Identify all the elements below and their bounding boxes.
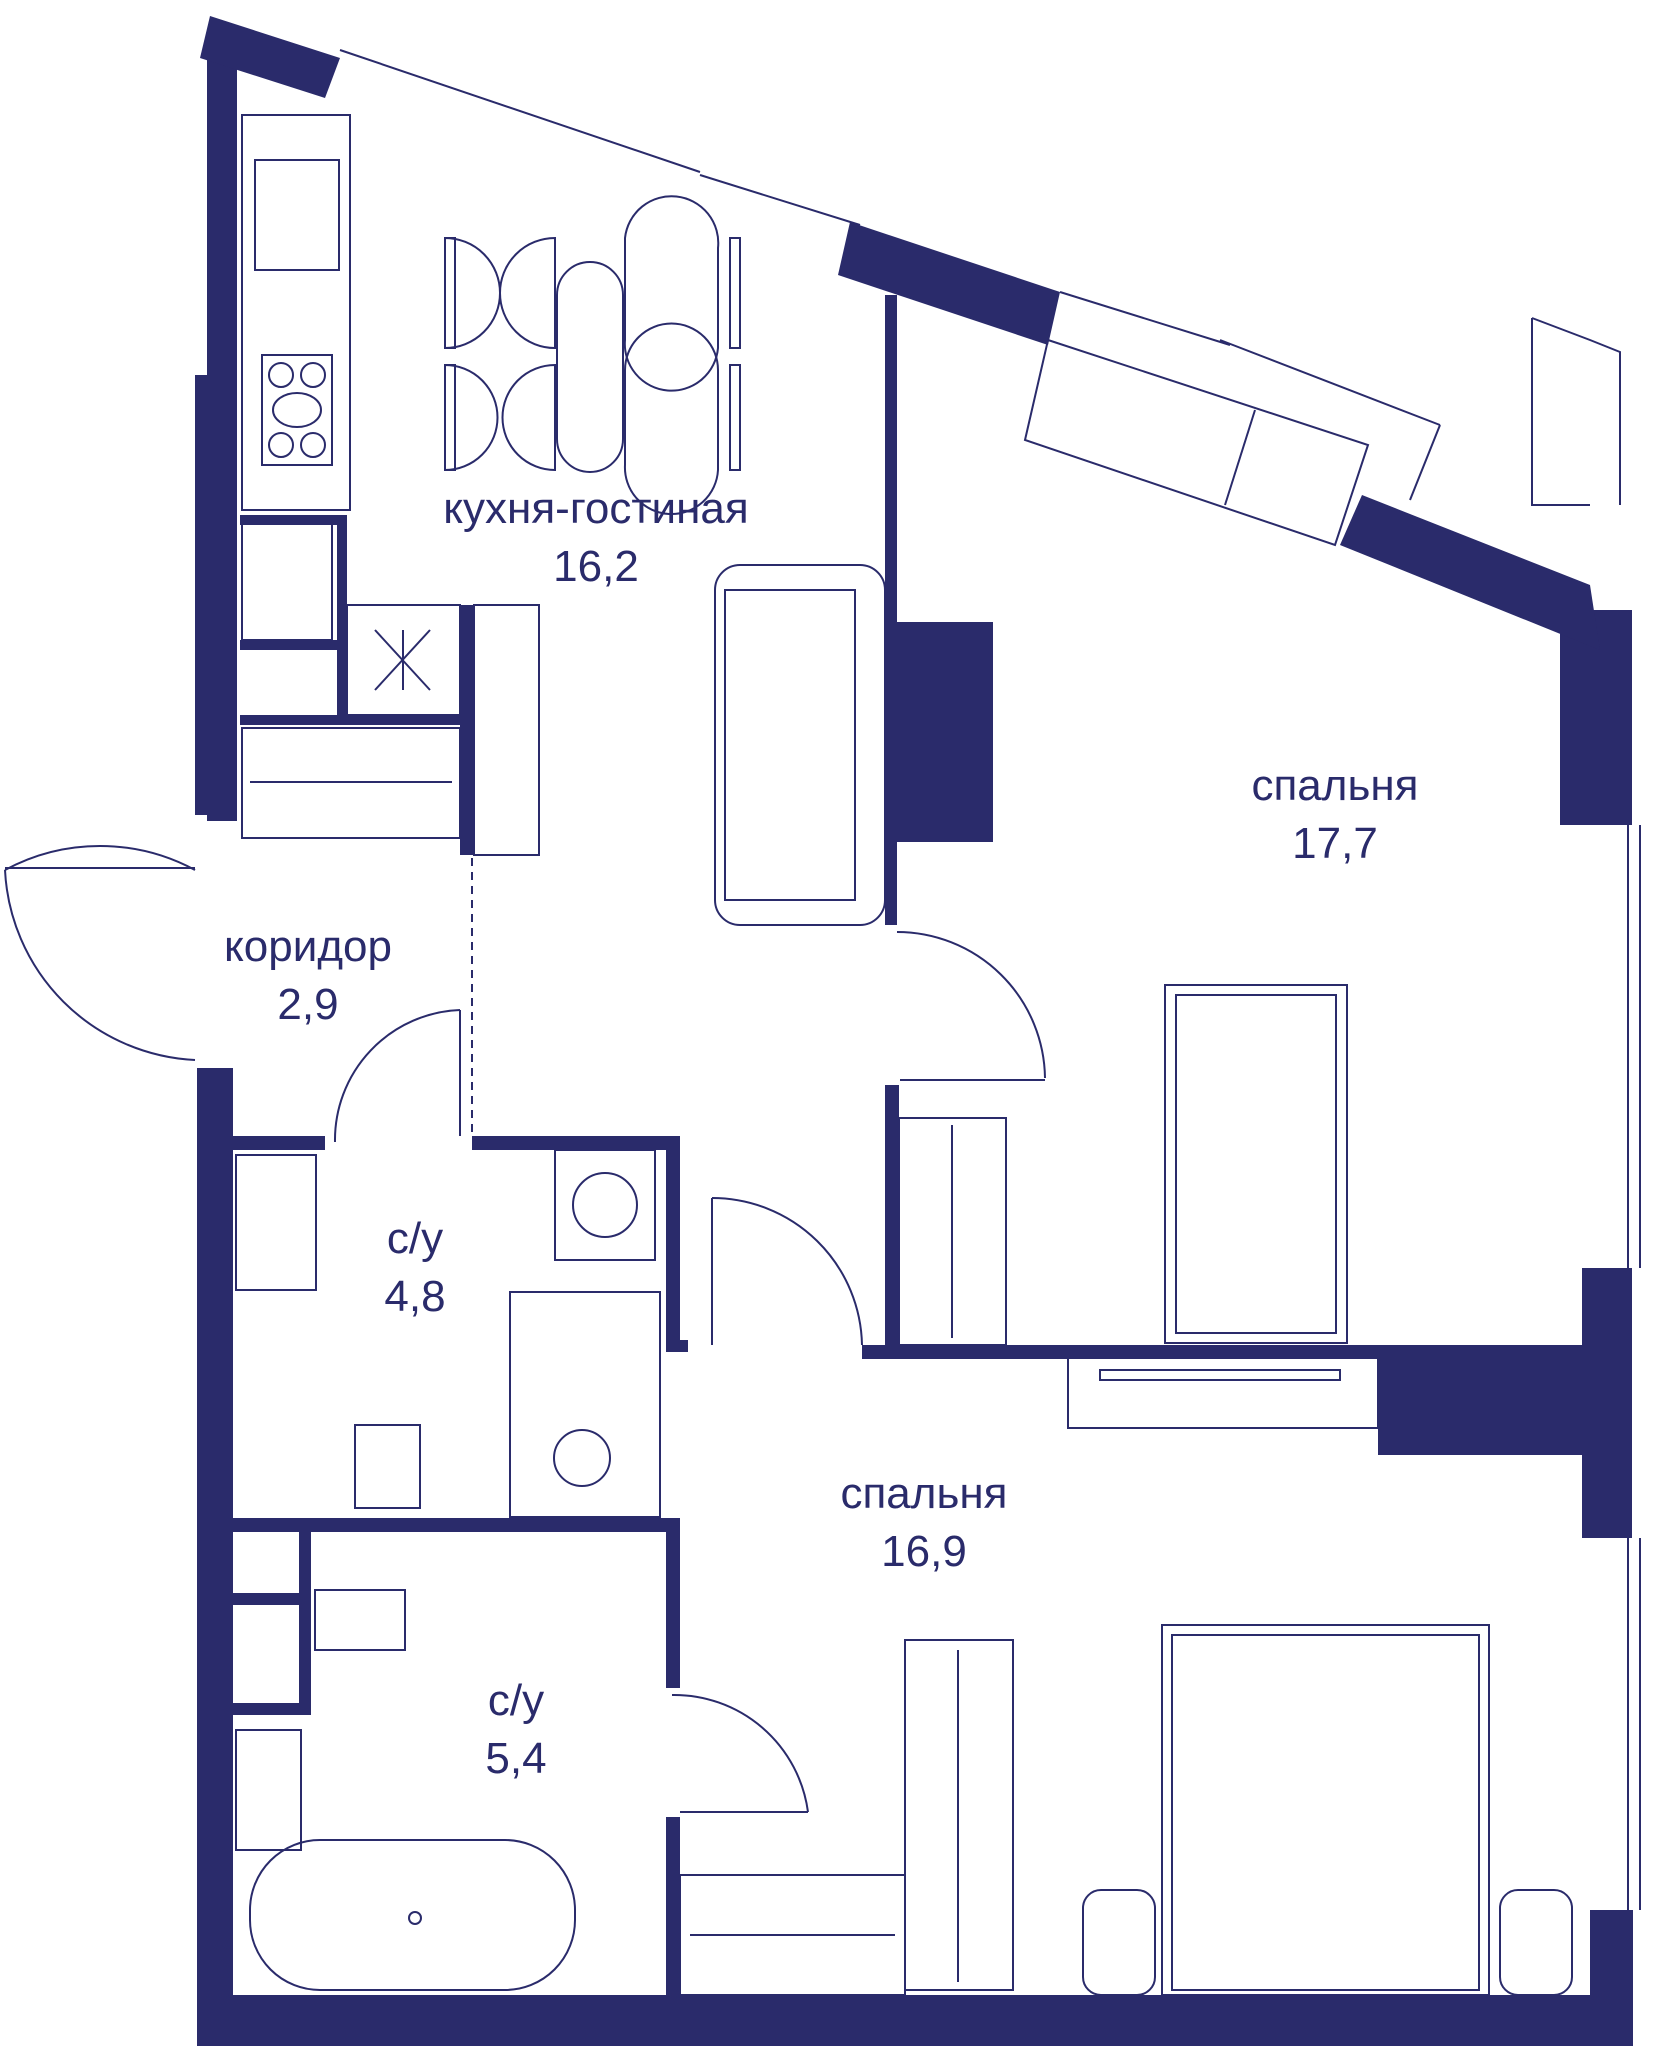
fixtures [4,49,1641,1996]
bath2-bathtub [249,1839,576,1991]
window-top-4 [1219,339,1441,426]
room-label-bathroom-1: с/у 4,8 [384,1210,445,1326]
bed-south [1161,1624,1490,1996]
bath1-toilet [354,1424,421,1509]
wall-bottom [197,1995,1633,2046]
room-label-corridor: коридор 2,9 [224,918,392,1034]
column-kitchen-bedroom [885,622,993,842]
wall-left-upper-thick [195,375,237,815]
wall-bath2-niche-v [299,1530,311,1715]
wall-storage-h2 [240,715,475,725]
entrance-door-arc [4,869,196,1061]
room-label-bathroom-2: с/у 5,4 [485,1672,546,1788]
room-name: с/у [386,1214,444,1263]
room-name: коридор [224,922,392,971]
room-area: 4,8 [384,1272,446,1321]
window-top-5 [1409,424,1441,501]
room-name: кухня-гостиная [443,484,749,533]
room-label-bedroom-south: спальня 16,9 [840,1465,1007,1581]
window-top-3 [1059,291,1231,346]
wall-bath2-niche-h [233,1593,311,1605]
dining-chair [501,363,556,472]
room-area: 17,7 [1292,819,1378,868]
wall-bedroom-closet-left [885,1085,899,1350]
bedroom-north-closet [898,1117,1007,1346]
dining-table [556,261,624,473]
wall-top-mid [838,222,1060,345]
room-name: спальня [840,1469,1008,1518]
window-top-1 [339,49,701,173]
bath1-shower [509,1291,661,1518]
storage-unit [346,604,461,716]
bath2-sink [235,1729,302,1851]
window-top-2 [699,174,861,226]
wall-storage-v2 [460,605,474,855]
kitchen-sink [254,159,340,271]
bathroom1-door-arc [333,1009,461,1143]
wall-right-bottom [1590,1910,1633,2046]
bath1-washer [554,1149,656,1261]
kitchen-counter [241,114,351,511]
dresser [1067,1357,1379,1429]
bath2-toilet [314,1589,406,1651]
room-label-kitchen-living: кухня-гостиная 16,2 [443,480,748,596]
bedroom-south-door-arc [711,1197,863,1346]
bed-north [1164,984,1348,1344]
wall-storage-h [240,640,345,650]
wall-storage-v1 [337,515,347,715]
wall-bath1-top-left [233,1136,325,1150]
wall-top-right [1340,495,1600,650]
sofa [714,564,886,926]
wall-bath1-right [666,1136,680,1346]
wardrobe-corridor [473,604,540,856]
balcony-outline [1531,318,1590,506]
dining-chair [499,236,556,350]
wall-bath2-right-low [666,1817,680,2007]
room-name: с/у [487,1676,545,1725]
bedroom-north-door-arc [896,931,1046,1079]
dining-chair [623,322,719,515]
dining-chair [444,363,499,472]
room-name: спальня [1251,761,1419,810]
column-bedrooms [1378,1345,1583,1455]
bath1-sink [235,1154,317,1291]
walls [195,16,1633,2046]
shower-drain [553,1429,611,1487]
wall-bath1-right-lower [666,1340,688,1352]
bathroom2-door-arc [671,1693,809,1813]
storage-shelf [241,519,333,641]
wall-right-mid [1582,1268,1632,1538]
room-label-bedroom-north: спальня 17,7 [1251,757,1418,873]
wardrobe-rods [241,727,461,839]
wall-bath1-right-low [666,1518,680,1688]
desk [1023,338,1370,547]
bedroom-south-wardrobe [904,1639,1014,1991]
room-area: 5,4 [485,1734,547,1783]
wall-top-left [200,16,340,98]
entrance-door-swing [4,845,196,871]
wall-left-lower [197,1068,233,2030]
wall-bath2-niche-h2 [233,1703,311,1715]
dining-chair [444,236,501,350]
nightstand-left [1082,1889,1156,1996]
room-area: 16,9 [881,1527,967,1576]
dining-chair [623,195,720,392]
wall-bath1-top-right [472,1136,680,1150]
room-area: 2,9 [277,980,339,1029]
kitchen-stove [261,354,333,466]
balcony-outline-2 [1531,317,1621,505]
nightstand-right [1499,1889,1573,1996]
room-area: 16,2 [553,542,639,591]
wall-bath1-bottom [233,1518,680,1532]
